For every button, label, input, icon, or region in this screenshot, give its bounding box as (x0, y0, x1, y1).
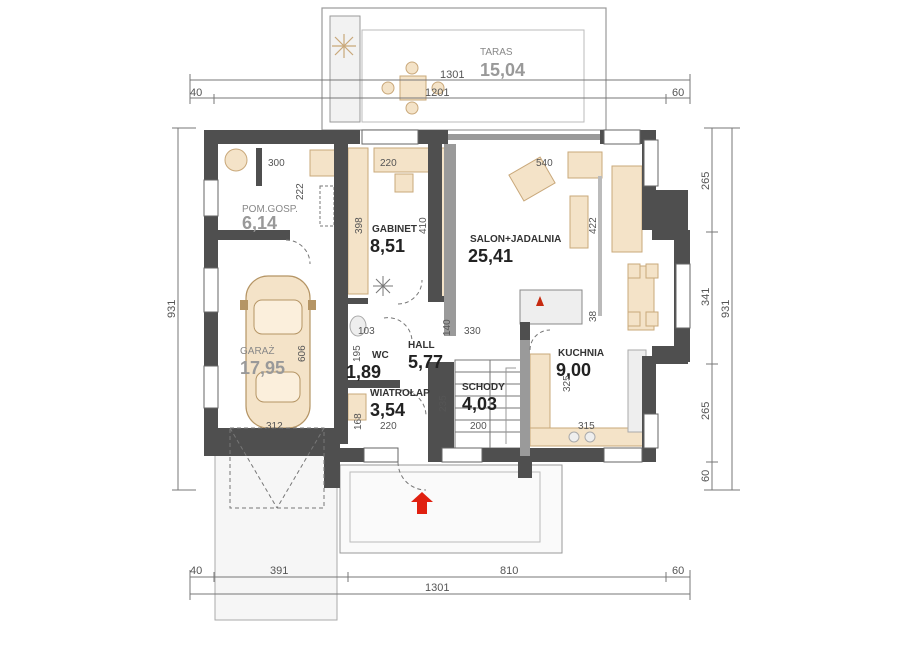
dim-168: 168 (353, 413, 364, 430)
dim-bottom-right: 60 (672, 565, 684, 577)
room-name-kuchnia: KUCHNIA (558, 348, 604, 359)
armchair (567, 151, 603, 179)
doors (229, 239, 551, 509)
dim-410: 410 (418, 217, 429, 234)
dim-398: 398 (354, 217, 365, 234)
garage-driveway (214, 427, 338, 621)
fireplace (519, 289, 583, 325)
dim-325: 325 (562, 375, 573, 392)
room-area-hall: 5,77 (408, 352, 443, 372)
dim-bottom-total: 1301 (425, 582, 449, 594)
dim-222: 222 (295, 183, 306, 200)
room-area-wiatrolap: 3,54 (370, 400, 405, 420)
dim-540: 540 (536, 158, 553, 169)
room-area-garaz: 17,95 (240, 358, 285, 378)
sofa (611, 165, 643, 253)
windows (203, 129, 691, 463)
dim-312: 312 (266, 421, 283, 432)
room-name-gabinet: GABINET (372, 224, 417, 235)
dim-right-bottom: 265 (700, 402, 712, 420)
dim-195: 195 (352, 345, 363, 362)
dim-top-left: 40 (190, 87, 202, 99)
right-dimensions: 265 341 265 60 931 (700, 127, 740, 491)
room-name-taras: TARAS (480, 47, 513, 58)
room-name-schody: SCHODY (462, 382, 505, 393)
entry-porch (339, 464, 563, 554)
car-icon (240, 275, 316, 429)
dim-140: 140 (442, 319, 453, 336)
dim-103: 103 (358, 326, 375, 337)
room-area-kuchnia: 9,00 (556, 360, 591, 380)
dim-right-end: 60 (700, 470, 712, 482)
dim-right-mid: 341 (700, 288, 712, 306)
interior-dimensions: 300 222 220 398 410 540 422 103 140 330 … (266, 158, 599, 432)
coffee-table (569, 195, 589, 249)
room-name-hall: HALL (408, 340, 435, 351)
dim-422: 422 (588, 217, 599, 234)
entry-arrow-icon (411, 492, 433, 514)
room-name-wiatrolap: WIATROŁAP (370, 388, 430, 399)
left-dimensions: 931 (166, 127, 196, 491)
bottom-dimensions: 40 391 810 60 1301 (189, 565, 691, 600)
dim-235: 235 (438, 395, 449, 412)
dim-220-gabinet: 220 (380, 158, 397, 169)
dim-315: 315 (578, 421, 595, 432)
dim-right-total: 931 (720, 300, 732, 318)
dim-220-wiatrolap: 220 (380, 421, 397, 432)
room-name-salon: SALON+JADALNIA (470, 234, 561, 245)
room-area-salon: 25,41 (468, 246, 513, 266)
terrace (321, 7, 607, 131)
kitchen-counter (529, 353, 551, 431)
room-name-wc: WC (372, 350, 389, 361)
dim-606: 606 (297, 345, 308, 362)
room-area-wc: 1,89 (346, 362, 381, 382)
dim-300: 300 (268, 158, 285, 169)
dim-left-total: 931 (166, 300, 178, 318)
room-area-pom-gosp: 6,14 (242, 213, 277, 233)
dim-bottom-left: 40 (190, 565, 202, 577)
dim-right-top: 265 (700, 172, 712, 190)
dim-330: 330 (464, 326, 481, 337)
dim-top-total: 1301 (440, 69, 464, 81)
plant-icon (373, 276, 393, 296)
room-name-garaz: GARAŻ (240, 344, 274, 357)
room-labels: TARAS 15,04 POM.GOSP. 6,14 GABINET 8,51 … (240, 47, 604, 420)
room-area-schody: 4,03 (462, 394, 497, 414)
dim-38: 38 (588, 310, 599, 322)
dim-bottom-house: 810 (500, 565, 518, 577)
dim-top-right: 60 (672, 87, 684, 99)
room-area-taras: 15,04 (480, 60, 525, 80)
top-dimensions: 1301 1201 40 60 (189, 69, 691, 104)
dim-200: 200 (470, 421, 487, 432)
dim-bottom-garage: 391 (270, 565, 288, 577)
dim-top-inner: 1201 (425, 87, 449, 99)
room-area-gabinet: 8,51 (370, 236, 405, 256)
toilet (349, 315, 367, 337)
washing-machine (224, 148, 248, 172)
room-name-pom-gosp: POM.GOSP. (242, 204, 298, 215)
plant-icon (332, 34, 356, 58)
